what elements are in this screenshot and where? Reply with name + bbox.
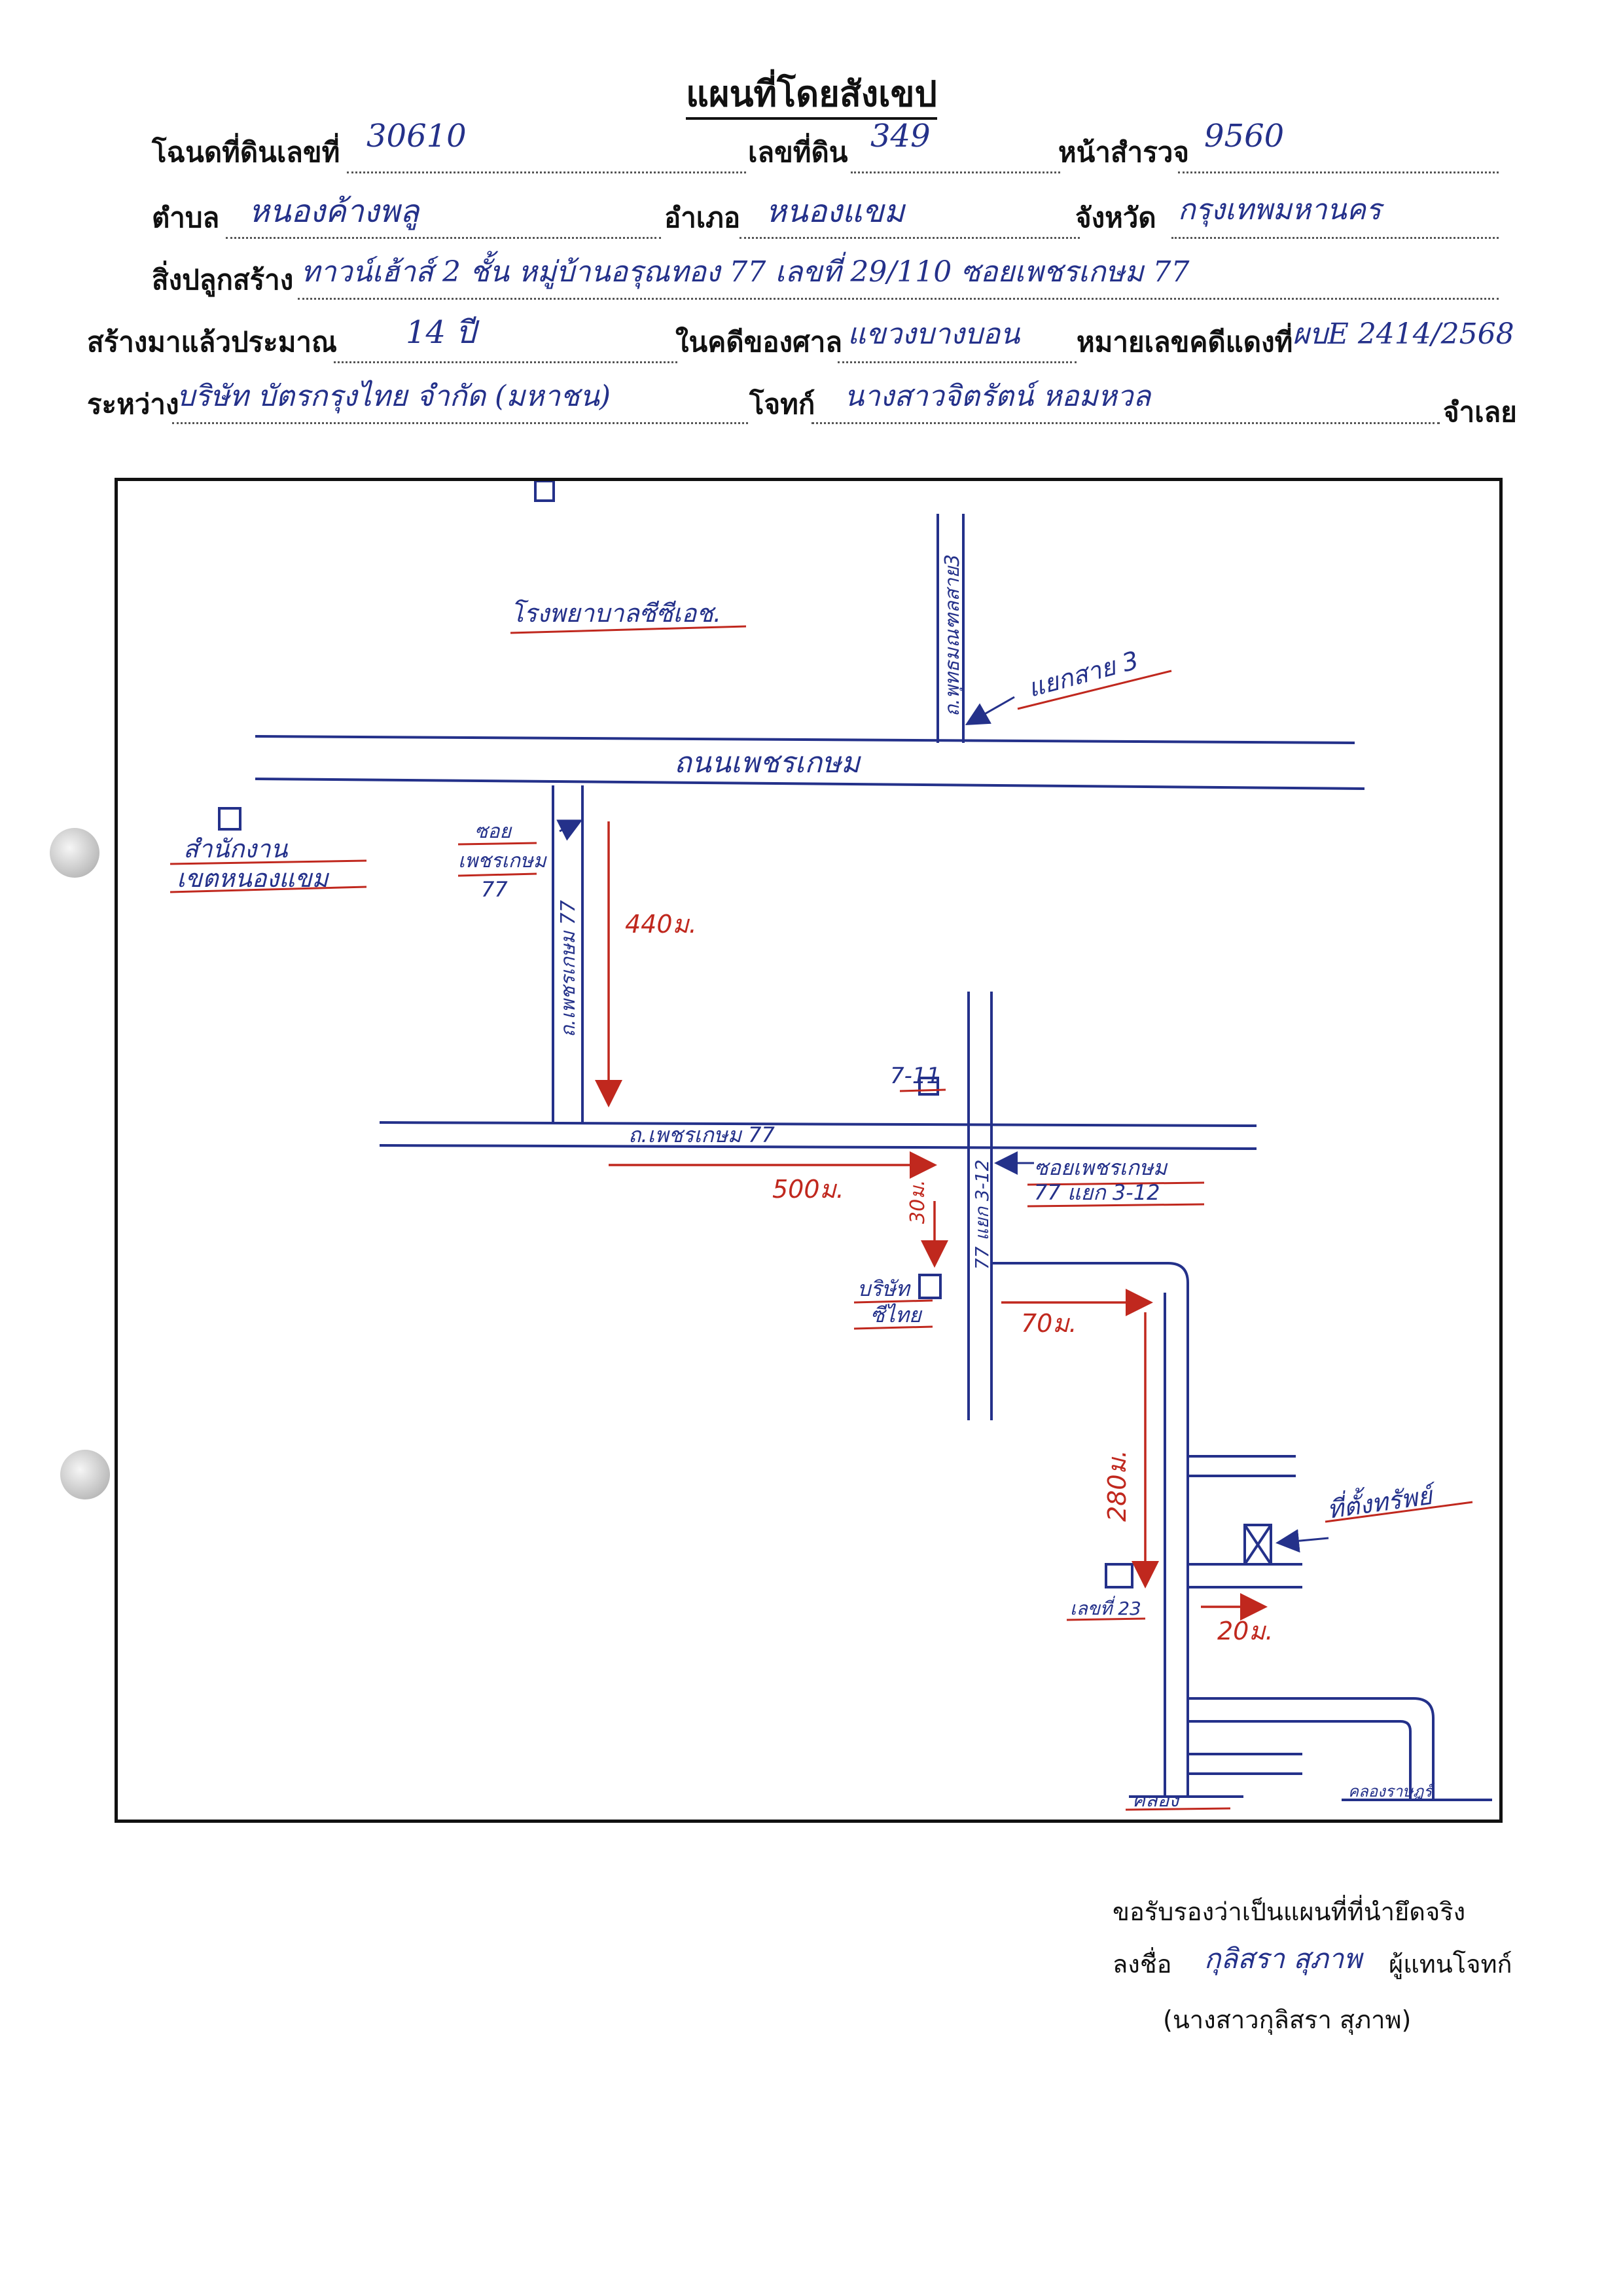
main-road-bottom-edge [255, 778, 1365, 790]
signer-name: (นางสาวกุลิสรา สุภาพ) [1163, 2005, 1412, 2034]
case-label: หมายเลขคดีแดงที่ [1077, 326, 1293, 358]
soi-top-label: ถ.พุทธมณฑลสาย3 [941, 554, 964, 717]
company-label-1: บริษัท [857, 1276, 912, 1301]
district-office-icon [218, 807, 241, 831]
soi-label-2: เพชรเกษม [458, 850, 548, 872]
roads [255, 514, 1492, 1801]
seized-property-label: ที่ตั้งทรัพย์ [1325, 1477, 1438, 1524]
soi77-h-top-edge [379, 1121, 1257, 1127]
amphoe-label: อำเภอ [664, 202, 741, 234]
seven-eleven-icon [918, 1077, 939, 1096]
survey-page-number: 9560 [1204, 118, 1285, 154]
soi-pointer [556, 819, 583, 841]
amphoe-line [740, 237, 1080, 239]
soi77-vertical-label: ถ.เพชรเกษม 77 [557, 900, 580, 1037]
court-line [838, 361, 1077, 363]
plaintiff-value: บริษัท บัตรกรุงไทย จำกัด (มหาชน) [177, 380, 611, 413]
deed-line [347, 171, 746, 173]
amphoe-value: หนองแขม [766, 193, 905, 230]
distance-440: 440ม. [625, 910, 697, 939]
sub-soi-label-1: ซอยเพชรเกษม [1034, 1155, 1168, 1180]
province-value: กรุงเทพมหานคร [1178, 193, 1382, 226]
building-value: ทาวน์เฮ้าส์ 2 ชั้น หมู่บ้านอรุณทอง 77 เล… [301, 255, 1190, 289]
branch-3-bottom [1188, 1720, 1412, 1800]
punch-hole-bottom [60, 1450, 110, 1499]
distance-labels: 440ม. 500ม. 30ม. 70ม. 280ม. 20ม. [625, 910, 1273, 1645]
certification-statement: ขอรับรองว่าเป็นแผนที่ที่นำยึดจริง [1113, 1897, 1466, 1926]
distance-30: 30ม. [906, 1180, 929, 1225]
age-label: สร้างมาแล้วประมาณ [87, 326, 337, 358]
soi77-h-bottom-edge [379, 1144, 1257, 1150]
soi-label-3: 77 [481, 877, 508, 902]
court-value: แขวงบางบอน [847, 317, 1020, 351]
sketch-map: โรงพยาบาลซีซีเอช. ถ.พุทธมณฑลสาย3 แยกสาย … [115, 478, 1503, 1823]
plaintiff-label: โจทก์ [749, 388, 815, 420]
branch-3-top [1188, 1697, 1435, 1800]
house-no-label: เลขที่ 23 [1070, 1596, 1141, 1619]
land-number: 349 [870, 118, 931, 154]
canal-label: คลอง [1132, 1789, 1180, 1812]
hospital-icon [534, 480, 555, 502]
distance-500: 500ม. [772, 1175, 844, 1204]
underlines [169, 625, 1473, 1811]
district-office-label-2: เขตหนองแขม [177, 864, 330, 893]
tambon-line [226, 237, 661, 239]
distance-280: 280ม. [1103, 1450, 1132, 1522]
hospital-label: โรงพยาบาลซีซีเอช. [510, 599, 721, 628]
distance-20: 20ม. [1217, 1617, 1273, 1645]
main-road-label: ถนนเพชรเกษม [674, 746, 861, 780]
survey-page-label: หน้าสำรวจ [1058, 136, 1189, 168]
sub-soi-vertical-label: 77 แยก 3-12 [971, 1160, 993, 1270]
building-line [298, 298, 1499, 300]
pointer-arrows [556, 696, 1329, 1553]
defendant-value: นางสาวจิตรัตน์ หอมหวล [844, 380, 1151, 413]
land-no-line [851, 171, 1060, 173]
province-label: จังหวัด [1075, 202, 1156, 234]
tambon-value: หนองค้างพลู [249, 193, 419, 230]
district-office-label-1: สำนักงาน [183, 834, 288, 863]
signer-role: ผู้แทนโจทก์ [1389, 1950, 1512, 1979]
sign-label: ลงชื่อ [1113, 1950, 1172, 1979]
company-label-2: ซีไทย [870, 1302, 923, 1327]
soi77-horizontal-label: ถ.เพชรเกษม 77 [628, 1122, 776, 1147]
soi-label-1: ซอย [474, 820, 512, 843]
map-labels: โรงพยาบาลซีซีเอช. ถ.พุทธมณฑลสาย3 แยกสาย … [177, 554, 1439, 1812]
sub-soi-label-2: 77 แยก 3-12 [1034, 1180, 1160, 1205]
deed-number: 30610 [366, 118, 467, 154]
canal-right-label: คลองราษฎร์ [1348, 1782, 1435, 1801]
between-label: ระหว่าง [87, 388, 179, 420]
page-title: แผนที่โดยสังเขป [0, 65, 1623, 122]
punch-hole-top [50, 828, 99, 878]
lane-right-edge [1168, 1262, 1189, 1797]
case-number: ผบE 2414/2568 [1293, 317, 1514, 351]
survey-page-line [1178, 171, 1499, 173]
junction-pointer [965, 696, 1015, 725]
tambon-label: ตำบล [152, 202, 220, 234]
building-label: สิ่งปลูกสร้าง [152, 264, 294, 296]
junction-label: แยกสาย 3 [1025, 645, 1141, 702]
company-icon [918, 1274, 942, 1299]
signature: กุลิสรา สุภาพ [1204, 1943, 1362, 1975]
deed-label: โฉนดที่ดินเลขที่ [152, 136, 340, 168]
sketch-map-drawing: โรงพยาบาลซีซีเอช. ถ.พุทธมณฑลสาย3 แยกสาย … [169, 480, 1492, 1812]
land-no-label: เลขที่ดิน [748, 136, 848, 168]
landmarks [218, 480, 1272, 1588]
plaintiff-line [172, 422, 748, 424]
court-label: ในคดีของศาล [675, 326, 843, 358]
defendant-label: จำเลย [1443, 396, 1517, 428]
defendant-line [812, 422, 1440, 424]
distance-70: 70ม. [1021, 1309, 1077, 1338]
age-line [334, 361, 677, 363]
property-icon [1243, 1524, 1272, 1566]
house-icon [1105, 1563, 1133, 1588]
property-pointer [1275, 1529, 1329, 1553]
province-line [1171, 237, 1499, 239]
distance-arrows [595, 821, 1268, 1621]
seven-eleven-label: 7-11 [890, 1063, 940, 1089]
age-value: 14 ปี [406, 314, 476, 351]
main-road-top-edge [255, 735, 1355, 744]
